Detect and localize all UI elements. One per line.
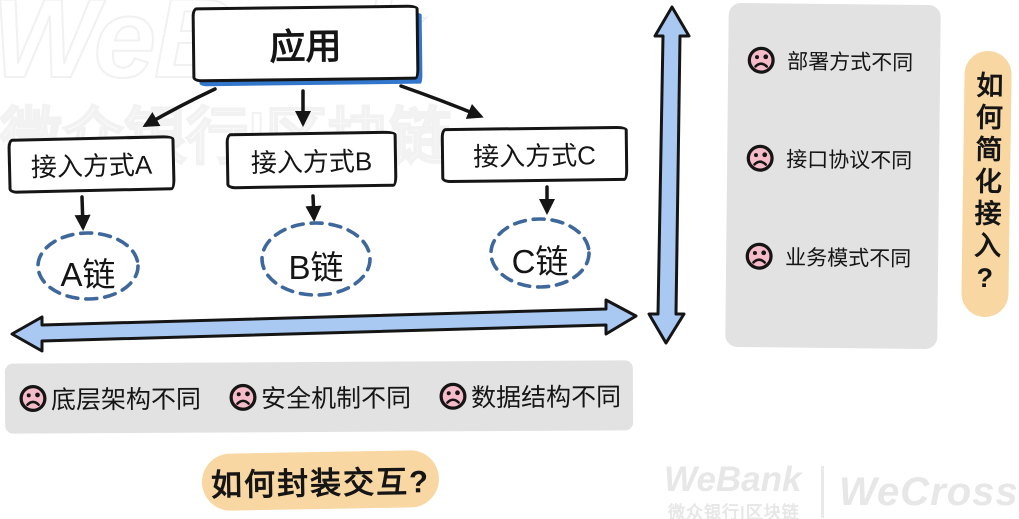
- access-method-c-box: 接入方式C: [440, 125, 629, 184]
- issue-label: 部署方式不同: [787, 50, 914, 75]
- wecross-logo: WeCross: [839, 470, 1019, 514]
- question-encapsulate-interaction-highlight: 如何封装交互?: [201, 449, 440, 512]
- app-box: 应用: [191, 4, 420, 83]
- app-box-label: 应用: [269, 25, 342, 67]
- bottom-issues-bar: 底层架构不同 安全机制不同 数据结构不同: [4, 360, 634, 434]
- issue-row: 数据结构不同: [438, 377, 621, 414]
- chain-a-label: A链: [60, 256, 116, 293]
- issue-label: 安全机制不同: [260, 384, 412, 414]
- issue-row: 部署方式不同: [746, 45, 913, 77]
- sad-face-icon: [747, 46, 775, 74]
- issue-row: 底层架构不同: [18, 380, 201, 417]
- sad-face-icon: [19, 384, 47, 412]
- sad-face-icon: [745, 242, 773, 270]
- issue-row: 业务模式不同: [744, 241, 911, 273]
- horizontal-double-arrow: [10, 298, 638, 353]
- issue-row: 接口协议不同: [745, 143, 912, 175]
- access-method-b-box: 接入方式B: [225, 130, 398, 190]
- access-method-c-label: 接入方式C: [472, 140, 597, 172]
- question-encapsulate-interaction: 如何封装交互?: [210, 464, 431, 503]
- issue-label: 业务模式不同: [785, 246, 912, 271]
- question-simplify-access: 如何简化接入?: [969, 70, 1003, 298]
- arrow-method-b-to-chain-b: [305, 194, 322, 223]
- sad-face-icon: [746, 144, 774, 172]
- issue-row: 安全机制不同: [228, 379, 411, 416]
- webank-tagline: 微众银行|区块链: [668, 503, 800, 519]
- arrow-method-a-to-chain-a: [74, 195, 91, 232]
- issue-label: 底层架构不同: [50, 385, 202, 415]
- issue-label: 接口协议不同: [786, 148, 913, 173]
- access-method-a-box: 接入方式A: [7, 135, 176, 194]
- issue-label: 数据结构不同: [470, 383, 622, 413]
- logo-divider: [821, 466, 824, 518]
- right-issues-panel: 部署方式不同 接口协议不同 业务模式不同: [725, 2, 941, 350]
- webank-logo: WeBank: [664, 460, 802, 499]
- chain-c-label: C链: [511, 243, 569, 280]
- chain-b-label: B链: [288, 249, 344, 286]
- access-method-a-label: 接入方式A: [30, 149, 153, 183]
- question-simplify-access-highlight: 如何简化接入?: [961, 50, 1012, 318]
- sad-face-icon: [439, 382, 467, 410]
- access-method-b-label: 接入方式B: [250, 145, 373, 178]
- sad-face-icon: [229, 383, 257, 411]
- vertical-double-arrow: [647, 5, 691, 345]
